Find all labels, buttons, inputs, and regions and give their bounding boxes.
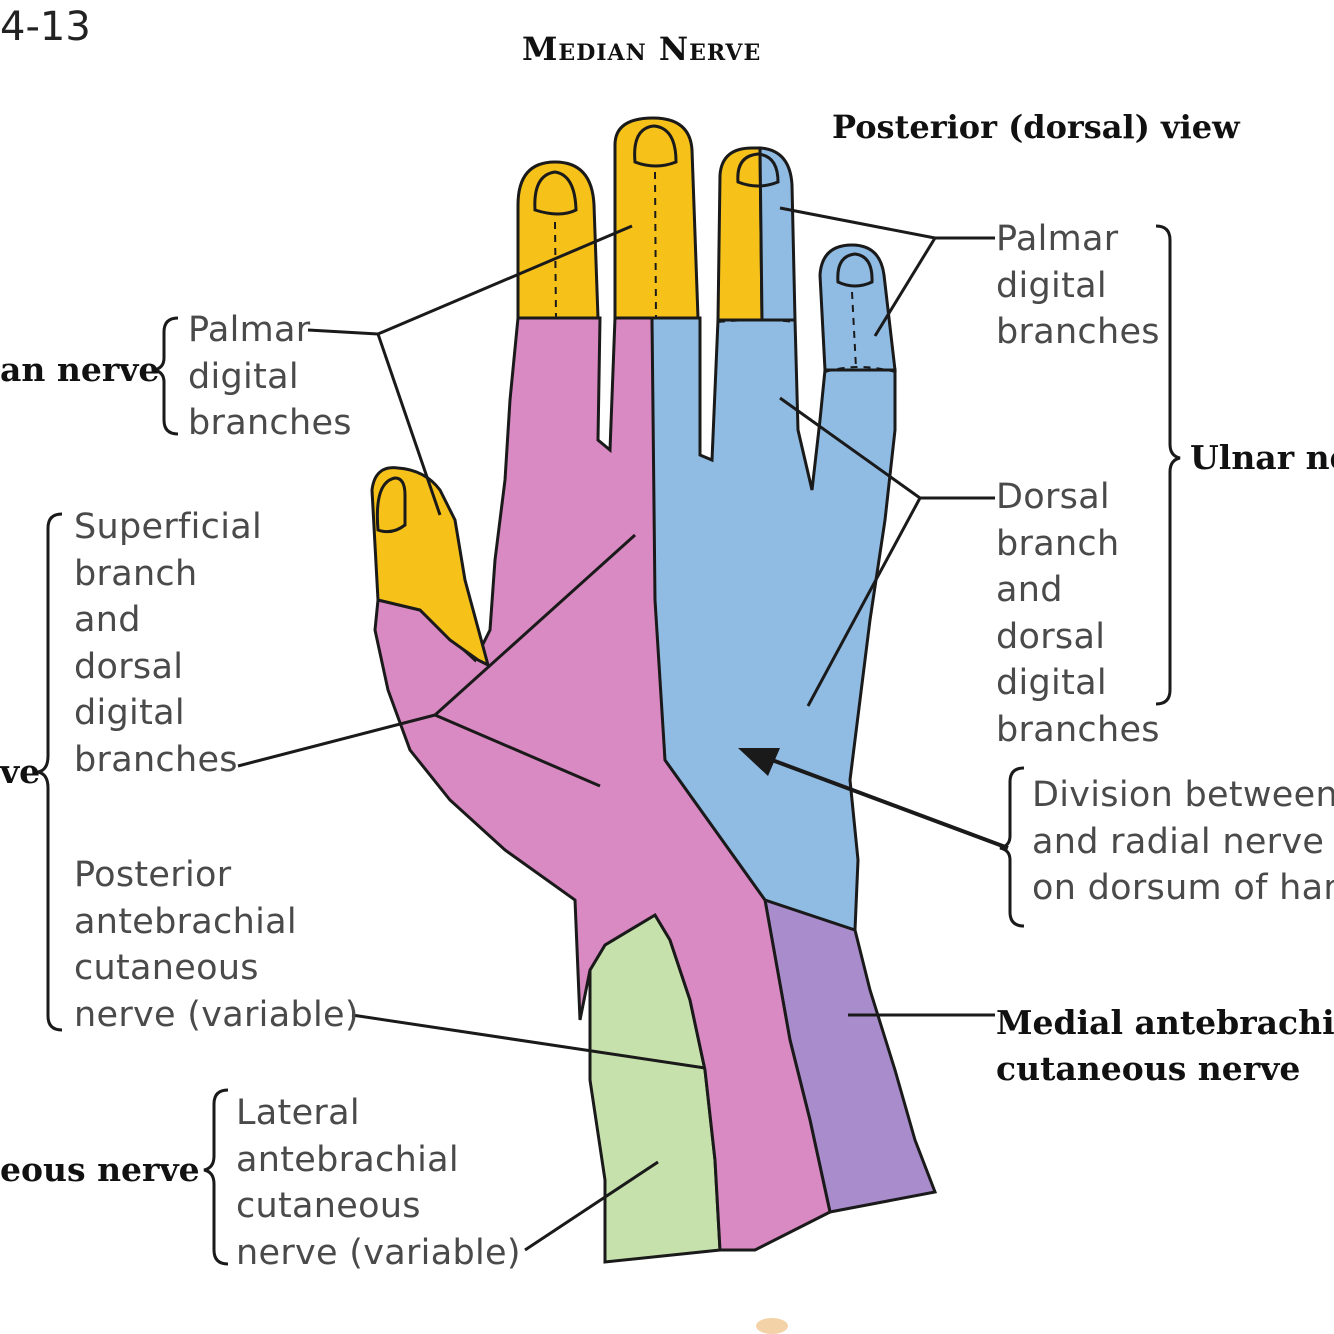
medial-antebrachial-label: Medial antebrachia cutaneous nerve xyxy=(996,1003,1334,1088)
ring-nail xyxy=(736,152,780,188)
ring-finger-tip-blue xyxy=(758,146,797,322)
figure-number: 4-13 xyxy=(0,4,91,50)
middle-finger-tip xyxy=(613,116,700,320)
figure-title: Median Nerve xyxy=(522,30,762,68)
thumb-nail xyxy=(375,476,407,534)
index-finger-tip xyxy=(516,160,600,320)
ulnar-nerve-region xyxy=(650,316,897,933)
thumb-tip xyxy=(370,466,491,668)
bottom-smudge xyxy=(756,1318,788,1334)
radial-nerve-group-label: ve xyxy=(0,752,41,791)
superficial-branch-label: Superficial branch and dorsal digital br… xyxy=(74,507,263,780)
lateral-cutaneous-group-label: eous nerve xyxy=(0,1150,200,1189)
ring-finger-tip-yellow xyxy=(716,146,764,322)
median-nerve-group-label: an nerve xyxy=(0,350,160,389)
division-arrow-head xyxy=(738,748,780,776)
joint-lines xyxy=(554,171,896,373)
division-label: Division between and radial nerve on dor… xyxy=(1032,775,1334,908)
index-nail xyxy=(533,170,578,216)
leader-lines xyxy=(237,206,995,1252)
brackets xyxy=(37,224,1181,1266)
middle-nail xyxy=(633,124,678,168)
lateral-antebrachial-label: Lateral antebrachial cutaneous nerve (va… xyxy=(236,1093,521,1273)
division-arrow-line xyxy=(771,758,1009,850)
posterior-antebrachial-label: Posterior antebrachial cutaneous nerve (… xyxy=(74,855,359,1035)
view-label: Posterior (dorsal) view xyxy=(832,108,1240,146)
little-finger xyxy=(818,243,897,372)
ulnar-nerve-group-label: Ulnar ne xyxy=(1190,438,1334,477)
dorsal-branch-label: Dorsal branch and dorsal digital branche… xyxy=(996,477,1160,750)
little-nail xyxy=(836,252,874,288)
median-palmar-digital-label: Palmar digital branches xyxy=(188,310,352,443)
ulnar-palmar-digital-label: Palmar digital branches xyxy=(996,219,1160,352)
